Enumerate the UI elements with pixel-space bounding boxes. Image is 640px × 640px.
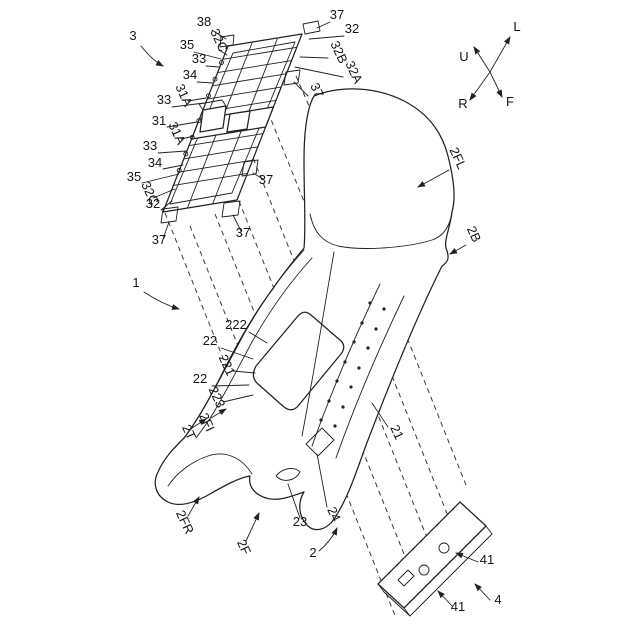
leader-41a [455,552,479,563]
mount-bracket-4 [221,200,241,218]
ref-label-22: 22 [203,333,217,348]
leader-lines [140,21,491,607]
leader-3 [140,45,164,67]
ref-label-33: 33 [192,51,206,66]
bracket-slot [397,569,415,587]
ref-label-2FI: 2FI [196,410,218,433]
mount-bracket-3 [241,159,259,177]
ref-label-33: 33 [157,92,171,107]
actuator-box-1 [199,105,227,133]
headlight-panel-edge [309,211,453,249]
axis-label-up: U [459,49,468,64]
mount-bracket-1 [302,20,321,35]
ref-label-34: 34 [148,155,162,170]
plain-leaders [141,21,389,519]
ref-label-34: 34 [183,67,197,82]
ref-label-222: 222 [225,317,247,332]
ref-label-1: 1 [132,275,139,290]
projection-lines [164,75,467,619]
actuator-box-2 [226,110,251,133]
ref-label-37: 37 [330,7,344,22]
axis-label-left: L [513,19,520,34]
ref-label-2: 2 [309,545,316,560]
bumper-body [154,88,455,531]
top-wall-line-outer [183,249,305,439]
ref-label-23: 23 [293,514,307,529]
ref-label-4: 4 [494,592,501,607]
wheel-arch [167,453,253,487]
mount-bracket-5 [160,206,179,224]
ref-label-35: 35 [180,37,194,52]
ref-label-37: 37 [259,172,273,187]
fog-slot [275,468,301,481]
vent-holes [319,301,386,428]
mount-bracket-2 [283,69,301,86]
shutter-slats [172,46,298,186]
axis-up-arrow [473,46,491,73]
ref-label-24: 24 [324,504,344,523]
ref-label-41: 41 [451,599,465,614]
leader-2F [245,512,260,542]
ref-label-32A: 32A [342,58,366,86]
bracket-hole-2 [418,564,430,576]
ref-label-41: 41 [480,552,494,567]
leader-2FR [187,496,200,517]
leader-2FL [417,169,450,188]
ref-label-38: 38 [197,14,211,29]
leader-2T [191,418,207,429]
license-plate-bracket [377,501,493,617]
front-face-crease [301,251,335,437]
ref-label-22: 22 [193,371,207,386]
ref-label-31: 31 [152,113,166,128]
bracket-plate [377,501,487,609]
ref-label-37: 37 [307,80,327,99]
ref-label-32: 32 [345,21,359,36]
ref-label-33: 33 [143,138,157,153]
ref-label-2FR: 2FR [173,508,197,537]
vent-strip-line-inner [311,283,381,447]
axis-right-arrow [469,71,491,101]
axis-label-front: F [506,94,514,109]
leader-2 [318,527,338,552]
leader-2B [449,244,467,255]
center-opening [252,311,345,411]
hinge-pins [176,60,224,173]
mount-bracket-top [219,34,235,48]
axis-front-arrow [489,71,503,98]
axis-left-arrow [489,36,511,73]
ref-label-35: 35 [127,169,141,184]
ref-label-2T: 2T [179,422,199,442]
orientation-compass: U L R F [458,19,520,111]
bracket-hole-1 [438,542,450,554]
leader-1 [143,291,180,310]
ref-label-21: 21 [387,422,407,441]
leader-2FI [210,408,227,419]
ref-label-2B: 2B [464,224,484,245]
vent-strip-line-outer [335,295,405,459]
ref-label-32: 32 [146,196,160,211]
ref-label-2F: 2F [234,537,254,557]
leader-4 [474,583,491,601]
leader-41b [437,590,453,607]
ref-label-37: 37 [236,225,250,240]
grille-shutter-assembly [160,20,321,224]
ref-label-37: 37 [152,232,166,247]
ref-label-3: 3 [129,28,136,43]
axis-label-right: R [458,96,467,111]
